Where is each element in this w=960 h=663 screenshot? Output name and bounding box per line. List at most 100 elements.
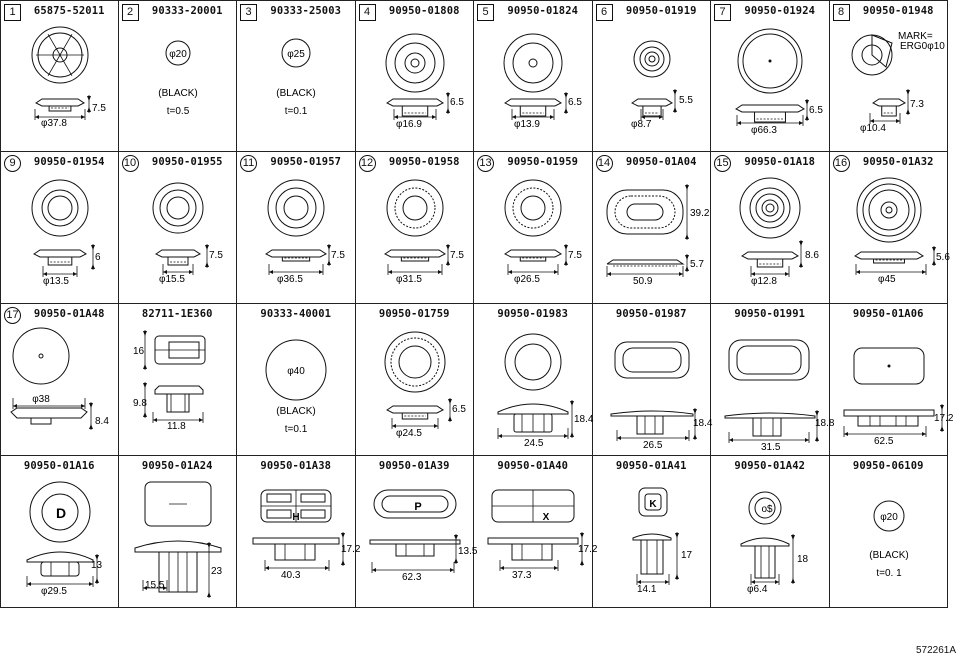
svg-text:K: K: [649, 499, 657, 510]
dimension-label: 7.5: [92, 103, 106, 114]
dimension-label: φ37.8: [41, 118, 67, 129]
dimension-label: φ20: [169, 49, 187, 60]
note-label: (BLACK): [869, 550, 908, 561]
part-number: 90950-01808: [388, 5, 460, 17]
svg-text:D: D: [56, 505, 66, 521]
dimension-label: 24.5: [524, 438, 544, 449]
part-number: 90950-01A38: [260, 460, 332, 472]
dimension-label: 7.5: [568, 250, 582, 261]
part-header: 14 90950-01A04: [593, 155, 711, 173]
callout-number: 4: [358, 4, 376, 21]
part-header: 90950-01A39: [356, 459, 474, 477]
part-number: 90950-01A16: [23, 460, 95, 472]
part-header: 90950-01A42: [711, 459, 829, 477]
callout-number: 7: [714, 4, 731, 21]
dimension-label: 16: [133, 346, 145, 357]
part-header: 90333-40001: [237, 307, 355, 325]
dimension-label: 23: [211, 566, 223, 577]
part-header: 4 90950-01808: [356, 4, 474, 22]
note-label: t=0. 1: [876, 568, 902, 579]
part-drawing: φ25(BLACK)t=0.1: [276, 38, 316, 117]
part-header: 90950-01A40: [474, 459, 592, 477]
part-drawing: 17.2 62.5: [843, 347, 953, 447]
part-number: 90333-20001: [151, 5, 223, 17]
dimension-label: 17.2: [934, 413, 954, 424]
callout-number: 8: [832, 4, 850, 21]
callout-number: 11: [240, 155, 257, 172]
dimension-label: 15.5: [145, 580, 165, 591]
note-label: t=0.1: [285, 106, 308, 117]
svg-text:X: X: [543, 512, 550, 523]
dimension-label: 6.5: [809, 105, 823, 116]
part-header: 90950-01A24: [119, 459, 237, 477]
part-number: 90950-01A48: [33, 308, 105, 320]
part-drawing: φ20(BLACK)t=0.5: [158, 40, 197, 117]
dimension-label: φ36.5: [277, 274, 303, 285]
dimension-label: 7.5: [331, 250, 345, 261]
dimension-label: 17: [681, 550, 693, 561]
part-number: 90950-01759: [378, 308, 450, 320]
part-number: 90950-01991: [734, 308, 806, 320]
dimension-label: φ45: [878, 274, 896, 285]
svg-text:P: P: [414, 501, 421, 513]
part-drawing: 7.5 φ31.5: [383, 179, 464, 285]
part-number: 90950-01948: [862, 5, 934, 17]
svg-text:o$: o$: [761, 504, 773, 515]
part-header: 17 90950-01A48: [1, 307, 118, 325]
part-cell: 90950-01A24 23 15.5: [118, 456, 237, 608]
part-number: 90950-01955: [151, 156, 223, 168]
dimension-label: φ24.5: [396, 428, 422, 439]
part-number: 90950-01987: [615, 308, 687, 320]
part-number: 90950-01A24: [141, 460, 213, 472]
part-drawing: 6.5 φ66.3: [735, 28, 823, 136]
callout-number: 17: [4, 307, 21, 324]
part-number: 90950-01A39: [378, 460, 450, 472]
dimension-label: 62.5: [874, 436, 894, 447]
part-number: 90950-01A32: [862, 156, 934, 168]
part-number: 90950-01A04: [625, 156, 697, 168]
part-drawing: 169.811.8: [133, 330, 205, 432]
part-drawing: 18.426.5: [610, 341, 712, 451]
dimension-label: 7.3: [910, 99, 924, 110]
dimension-label: 26.5: [643, 440, 663, 451]
dimension-label: 7.5: [450, 250, 464, 261]
part-drawing: 23 15.5: [134, 481, 223, 598]
callout-number: 14: [595, 155, 613, 172]
dimension-label: 5.5: [679, 95, 693, 106]
note-label: (BLACK): [276, 406, 315, 417]
dimension-label: 8.6: [805, 250, 819, 261]
note-label: ERG0φ10: [900, 41, 945, 52]
part-header: 90950-01A16: [1, 459, 118, 477]
dimension-label: φ26.5: [514, 274, 540, 285]
dimension-label: φ66.3: [751, 125, 777, 136]
dimension-label: φ31.5: [396, 274, 422, 285]
part-number: 90950-01A41: [615, 460, 687, 472]
part-number: 90333-25003: [270, 5, 342, 17]
dimension-label: 17.2: [578, 544, 598, 555]
